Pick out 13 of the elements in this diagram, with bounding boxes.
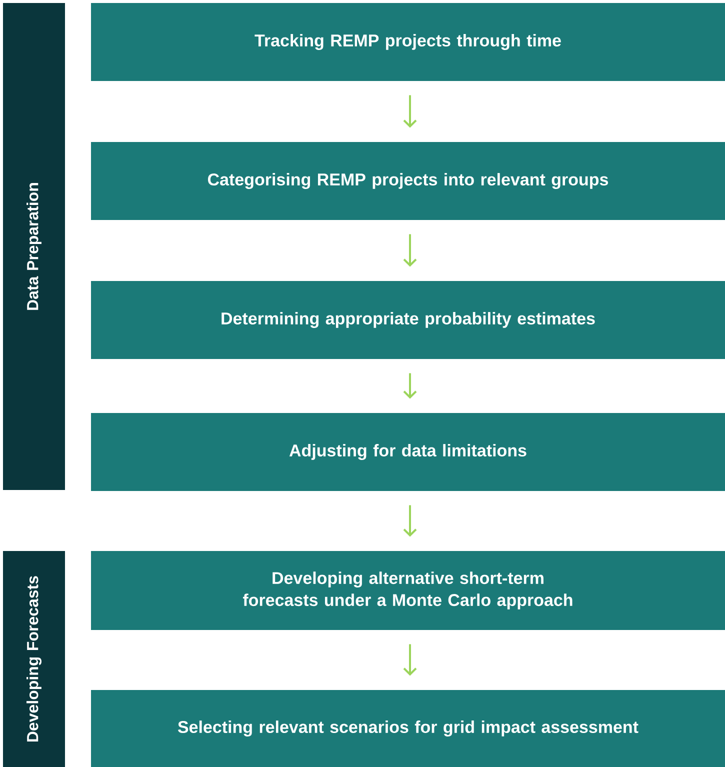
process-box: Categorising REMP projects into relevant groups <box>91 142 725 220</box>
arrow <box>403 373 417 399</box>
process-box: Developing alternative short-term forecasts under a Monte Carlo approach <box>91 551 725 630</box>
section-bar: Data Preparation <box>3 3 65 490</box>
arrow <box>403 505 417 537</box>
process-box: Selecting relevant scenarios for grid impact assessment <box>91 690 725 767</box>
section-bar: Developing Forecasts <box>3 551 65 767</box>
arrow <box>403 234 417 267</box>
process-box: Tracking REMP projects through time <box>91 3 725 81</box>
process-box: Determining appropriate probability estimates <box>91 281 725 359</box>
arrow <box>403 644 417 676</box>
arrow <box>403 95 417 128</box>
process-box: Adjusting for data limitations <box>91 413 725 491</box>
